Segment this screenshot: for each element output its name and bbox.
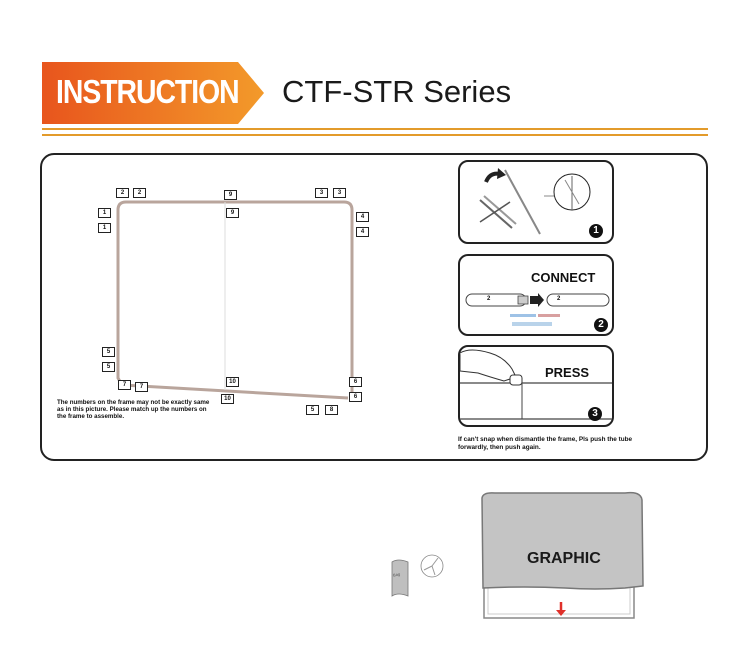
step-number-badge: 3 (588, 407, 602, 421)
frame-label: 1 (98, 223, 111, 233)
frame-label: 4 (356, 212, 369, 222)
frame-label: 3 (333, 188, 346, 198)
frame-label: 5 (306, 405, 319, 415)
step-1-panel: 1 (458, 160, 614, 244)
frame-label: 6 (349, 377, 362, 387)
step-title: PRESS (545, 365, 590, 380)
frame-label: 2 (133, 188, 146, 198)
frame-label: 10 (221, 394, 234, 404)
frame-label: 10 (226, 377, 239, 387)
step-2-panel: CONNECT 2 2 2 (458, 254, 614, 336)
frame-label: 8 (325, 405, 338, 415)
step-3-panel: PRESS 3 (458, 345, 614, 427)
step-1-illustration (479, 168, 591, 235)
graphic-illustration (481, 491, 644, 619)
frame-label: 3 (315, 188, 328, 198)
accessory-illustration (391, 554, 444, 597)
frame-label: 9 (226, 208, 239, 218)
frame-label: 2 (116, 188, 129, 198)
frame-label: 5 (102, 347, 115, 357)
series-title: CTF-STR Series (282, 74, 512, 109)
frame-label: 7 (135, 382, 148, 392)
step-title: CONNECT (531, 270, 596, 285)
step-3-illustration (460, 349, 612, 420)
step-2-illustration (465, 293, 610, 326)
step-number-badge: 1 (589, 224, 603, 238)
frame-label: 5 (102, 362, 115, 372)
tube-label: 2 (487, 296, 491, 302)
header-rule-top (42, 128, 708, 130)
frame-label: 4 (356, 227, 369, 237)
tube-label: 2 (557, 296, 561, 302)
instruction-label: INSTRUCTION (56, 73, 240, 110)
snap-note: If can't snap when dismantle the frame, … (458, 436, 633, 451)
frame-note: The numbers on the frame may not be exac… (57, 399, 210, 420)
frame-label: 7 (118, 380, 131, 390)
graphic-label: GRAPHIC (527, 550, 601, 567)
header-rule-bottom (42, 134, 708, 136)
frame-label: 1 (98, 208, 111, 218)
frame-label: 6 (349, 392, 362, 402)
instruction-panel (40, 153, 708, 461)
step-number-badge: 2 (594, 318, 608, 332)
instruction-banner (42, 62, 264, 124)
frame-label: 9 (224, 190, 237, 200)
